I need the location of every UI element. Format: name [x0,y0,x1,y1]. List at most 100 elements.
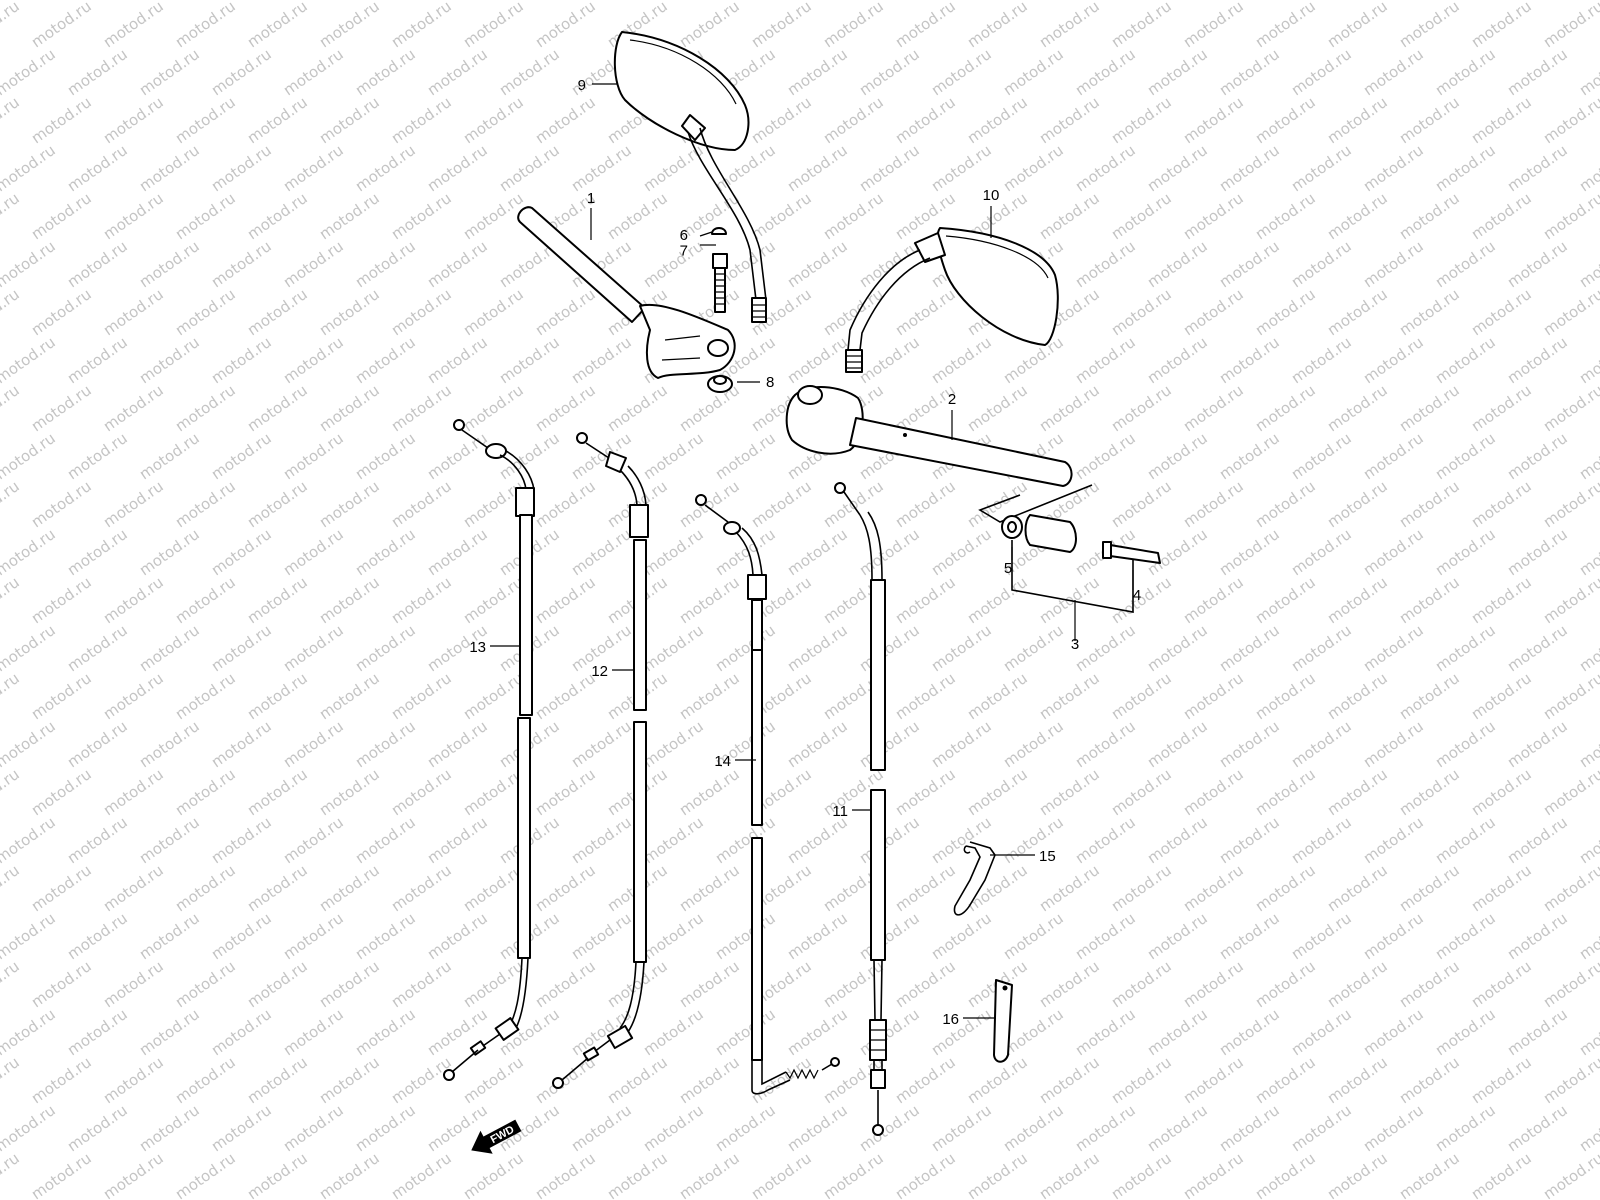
watermark-text: motod.ru [856,813,923,867]
watermark-text: motod.ru [460,93,527,147]
watermark-text: motod.ru [1216,909,1283,963]
watermark-text: motod.ru [424,45,491,99]
watermark-text: motod.ru [640,429,707,483]
watermark-text: motod.ru [532,957,599,1011]
callout-4: 4 [1133,587,1141,604]
callout-7: 7 [680,242,688,259]
watermark-text: motod.ru [280,621,347,675]
watermark-text: motod.ru [352,1005,419,1059]
watermark-text: motod.ru [1036,1149,1103,1200]
watermark-text: motod.ru [892,669,959,723]
watermark-text: motod.ru [964,381,1031,435]
watermark-text: motod.ru [676,669,743,723]
watermark-text: motod.ru [892,477,959,531]
watermark-text: motod.ru [1000,141,1067,195]
watermark-text: motod.ru [136,1101,203,1155]
watermark-text: motod.ru [1540,1053,1600,1107]
watermark-text: motod.ru [172,381,239,435]
watermark-text: motod.ru [1432,141,1499,195]
callout-1: 1 [587,190,595,207]
watermark-text: motod.ru [892,957,959,1011]
watermark-text: motod.ru [1108,285,1175,339]
watermark-text: motod.ru [532,477,599,531]
watermark-text: motod.ru [1468,573,1535,627]
watermark-text: motod.ru [64,813,131,867]
watermark-text: motod.ru [784,1101,851,1155]
watermark-text: motod.ru [532,1149,599,1200]
watermark-text: motod.ru [1252,0,1319,51]
watermark-text: motod.ru [1252,1053,1319,1107]
watermark-text: motod.ru [172,765,239,819]
watermark-text: motod.ru [928,1005,995,1059]
watermark-text: motod.ru [1108,1149,1175,1200]
callout-9: 9 [578,77,586,94]
watermark-text: motod.ru [1216,1005,1283,1059]
watermark-text: motod.ru [352,717,419,771]
watermark-text: motod.ru [388,1053,455,1107]
watermark-text: motod.ru [424,717,491,771]
watermark-text: motod.ru [1144,813,1211,867]
watermark-text: motod.ru [1180,1053,1247,1107]
watermark-text: motod.ru [1036,189,1103,243]
watermark-text: motod.ru [280,45,347,99]
watermark-text: motod.ru [28,573,95,627]
watermark-text: motod.ru [1576,813,1600,867]
watermark-text: motod.ru [532,861,599,915]
watermark-text: motod.ru [316,957,383,1011]
watermark-text: motod.ru [1432,717,1499,771]
watermark-text: motod.ru [208,525,275,579]
watermark-text: motod.ru [1252,477,1319,531]
watermark-text: motod.ru [352,237,419,291]
watermark-text: motod.ru [352,813,419,867]
watermark-text: motod.ru [388,861,455,915]
watermark-text: motod.ru [1180,189,1247,243]
watermark-text: motod.ru [1324,285,1391,339]
watermark-text: motod.ru [100,285,167,339]
watermark-text: motod.ru [784,45,851,99]
watermark-text: motod.ru [568,717,635,771]
watermark-text: motod.ru [208,909,275,963]
watermark-text: motod.ru [172,93,239,147]
watermark-text: motod.ru [892,1053,959,1107]
watermark-text: motod.ru [460,1053,527,1107]
watermark-text: motod.ru [892,1149,959,1200]
watermark-text: motod.ru [28,93,95,147]
watermark-text: motod.ru [1468,669,1535,723]
watermark-text: motod.ru [208,333,275,387]
watermark-text: motod.ru [1576,45,1600,99]
watermark-text: motod.ru [352,1101,419,1155]
leader-lines [490,83,1134,1019]
watermark-text: motod.ru [1504,141,1571,195]
watermark-text: motod.ru [280,909,347,963]
watermark-text: motod.ru [208,0,275,3]
cable-12 [552,432,649,1089]
watermark-text: motod.ru [316,861,383,915]
watermark-text: motod.ru [100,1149,167,1200]
watermark-text: motod.ru [244,477,311,531]
watermark-text: motod.ru [280,525,347,579]
watermark-text: motod.ru [0,189,23,243]
watermark-text: motod.ru [1036,381,1103,435]
watermark-text: motod.ru [424,0,491,3]
watermark-text: motod.ru [244,189,311,243]
watermark-text: motod.ru [748,189,815,243]
cable-14 [695,494,840,1095]
watermark-text: motod.ru [1324,93,1391,147]
watermark-text: motod.ru [1072,141,1139,195]
watermark-text: motod.ru [1144,45,1211,99]
watermark-text: motod.ru [136,621,203,675]
watermark-text: motod.ru [316,93,383,147]
watermark-text: motod.ru [136,333,203,387]
watermark-text: motod.ru [856,717,923,771]
watermark-text: motod.ru [280,141,347,195]
watermark-text: motod.ru [1288,141,1355,195]
watermark-text: motod.ru [1180,93,1247,147]
watermark-text: motod.ru [1036,1053,1103,1107]
watermark-text: motod.ru [1288,45,1355,99]
watermark-text: motod.ru [1036,93,1103,147]
watermark-text: motod.ru [100,1053,167,1107]
watermark-text: motod.ru [1360,45,1427,99]
watermark-text: motod.ru [1180,669,1247,723]
watermark-text: motod.ru [1108,381,1175,435]
watermark-text: motod.ru [964,573,1031,627]
